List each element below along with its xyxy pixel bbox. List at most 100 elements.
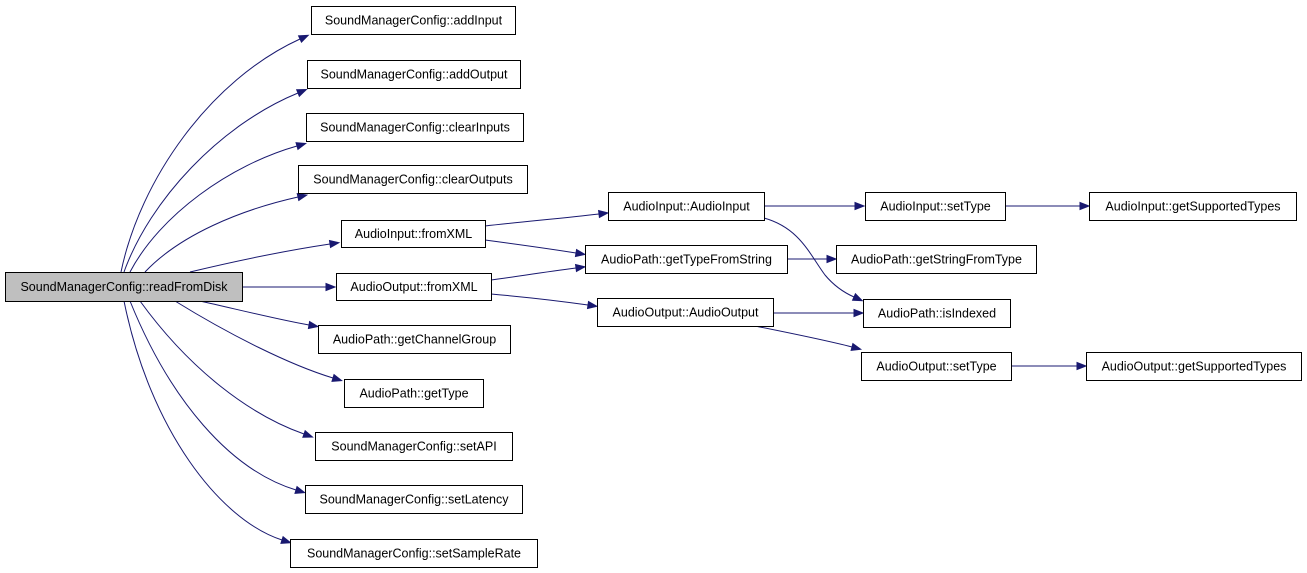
arrowhead (295, 142, 307, 151)
node-box[interactable] (1089, 192, 1297, 221)
arrowhead (826, 254, 838, 264)
edge-readFromDisk-to-setSampleRate (123, 300, 292, 544)
arrowhead (853, 308, 865, 318)
nodes-layer: SoundManagerConfig::readFromDiskSoundMan… (5, 6, 1302, 568)
node-inSetType[interactable]: AudioInput::setType (865, 192, 1006, 221)
node-label: AudioOutput::getSupportedTypes (1102, 360, 1287, 374)
arrowhead (1076, 361, 1088, 371)
edge-readFromDisk-to-getChannelGroup (199, 300, 320, 330)
edge-line (123, 92, 299, 273)
arrowhead (325, 282, 337, 292)
node-label: AudioOutput::fromXML (350, 280, 477, 294)
arrowhead (574, 263, 587, 273)
node-box[interactable] (336, 273, 492, 301)
node-label: AudioPath::getStringFromType (851, 253, 1022, 267)
node-setSampleRate[interactable]: SoundManagerConfig::setSampleRate (290, 539, 538, 568)
edge-line (490, 267, 577, 281)
edge-audioOutputCtor-to-outSetType (754, 325, 863, 351)
node-box[interactable] (318, 325, 511, 354)
node-addInput[interactable]: SoundManagerConfig::addInput (311, 6, 516, 35)
edge-readFromDisk-to-addOutput (123, 89, 308, 273)
node-box[interactable] (1086, 352, 1302, 381)
edge-getTypeFromString-to-getStringFromType (787, 254, 838, 264)
node-label: AudioOutput::AudioOutput (613, 306, 759, 320)
edge-line (129, 145, 298, 273)
node-box[interactable] (608, 192, 765, 221)
node-label: AudioInput::setType (880, 200, 991, 214)
node-outFromXML[interactable]: AudioOutput::fromXML (336, 273, 492, 301)
node-box[interactable] (315, 432, 513, 461)
node-box[interactable] (306, 113, 524, 142)
edge-line (139, 300, 305, 435)
edge-line (484, 213, 600, 227)
node-outSupported[interactable]: AudioOutput::getSupportedTypes (1086, 352, 1302, 381)
edge-outFromXML-to-audioOutputCtor (490, 293, 599, 310)
edge-readFromDisk-to-outFromXML (242, 282, 337, 292)
node-getType[interactable]: AudioPath::getType (344, 379, 484, 408)
node-label: SoundManagerConfig::clearInputs (320, 121, 510, 135)
arrowhead (850, 342, 863, 351)
node-box[interactable] (307, 60, 521, 89)
node-label: AudioPath::isIndexed (878, 307, 996, 321)
node-box[interactable] (585, 245, 788, 274)
node-readFromDisk[interactable]: SoundManagerConfig::readFromDisk (5, 272, 243, 302)
edge-readFromDisk-to-clearInputs (129, 142, 307, 273)
node-clearOutputs[interactable]: SoundManagerConfig::clearOutputs (298, 165, 528, 194)
node-label: AudioInput::getSupportedTypes (1105, 200, 1280, 214)
node-label: AudioInput::AudioInput (623, 200, 750, 214)
edge-line (129, 300, 297, 491)
arrowhead (1079, 201, 1091, 211)
edge-audioOutputCtor-to-isIndexed (773, 308, 865, 318)
edge-audioInputCtor-to-isIndexed (763, 217, 864, 302)
node-inSupported[interactable]: AudioInput::getSupportedTypes (1089, 192, 1297, 221)
node-setLatency[interactable]: SoundManagerConfig::setLatency (305, 485, 523, 514)
node-box[interactable] (305, 485, 523, 514)
node-label: AudioPath::getType (359, 387, 468, 401)
node-setAPI[interactable]: SoundManagerConfig::setAPI (315, 432, 513, 461)
edge-line (144, 196, 299, 273)
node-box[interactable] (865, 192, 1006, 221)
arrowhead (598, 209, 610, 219)
node-label: AudioInput::fromXML (355, 227, 472, 241)
node-box[interactable] (863, 299, 1011, 328)
node-box[interactable] (311, 6, 516, 35)
node-audioOutputCtor[interactable]: AudioOutput::AudioOutput (597, 298, 774, 327)
node-box[interactable] (290, 539, 538, 568)
edge-line (189, 243, 331, 273)
arrowhead (295, 89, 308, 98)
node-getStringFromType[interactable]: AudioPath::getStringFromType (836, 245, 1037, 274)
node-addOutput[interactable]: SoundManagerConfig::addOutput (307, 60, 521, 89)
edge-line (199, 300, 310, 326)
node-outSetType[interactable]: AudioOutput::setType (861, 352, 1012, 381)
node-getChannelGroup[interactable]: AudioPath::getChannelGroup (318, 325, 511, 354)
arrowhead (331, 373, 343, 382)
edge-readFromDisk-to-clearOutputs (144, 192, 309, 273)
node-clearInputs[interactable]: SoundManagerConfig::clearInputs (306, 113, 524, 142)
node-box[interactable] (836, 245, 1037, 274)
node-audioInputCtor[interactable]: AudioInput::AudioInput (608, 192, 765, 221)
arrowhead (296, 192, 309, 202)
node-box[interactable] (5, 272, 243, 302)
node-label: AudioPath::getChannelGroup (333, 333, 496, 347)
edge-line (490, 293, 589, 306)
edge-line (754, 325, 853, 348)
arrowhead (302, 429, 314, 438)
node-isIndexed[interactable]: AudioPath::isIndexed (863, 299, 1011, 328)
node-box[interactable] (341, 220, 486, 248)
edge-line (484, 239, 577, 254)
node-box[interactable] (298, 165, 528, 194)
arrowhead (294, 485, 306, 494)
edge-readFromDisk-to-addInput (120, 34, 310, 273)
node-label: SoundManagerConfig::setLatency (319, 493, 509, 507)
node-box[interactable] (597, 298, 774, 327)
node-getTypeFromString[interactable]: AudioPath::getTypeFromString (585, 245, 788, 274)
node-label: SoundManagerConfig::readFromDisk (20, 280, 228, 294)
edge-line (174, 300, 334, 379)
node-inFromXML[interactable]: AudioInput::fromXML (341, 220, 486, 248)
node-label: SoundManagerConfig::addInput (325, 14, 503, 28)
edge-inFromXML-to-audioInputCtor (484, 209, 610, 227)
node-box[interactable] (861, 352, 1012, 381)
node-box[interactable] (344, 379, 484, 408)
edge-line (763, 217, 855, 298)
